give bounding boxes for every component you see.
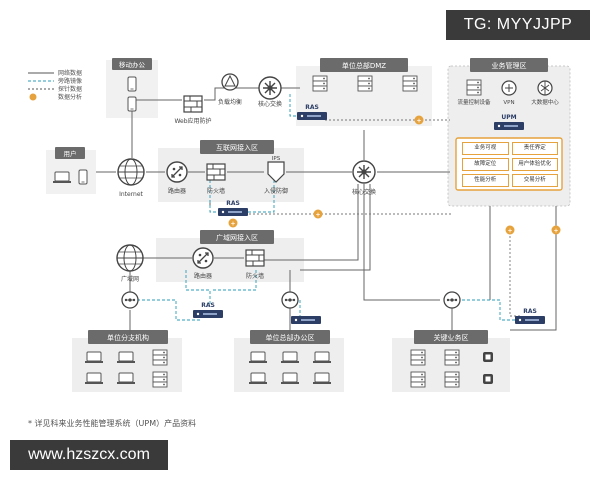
ips-label: 入侵防御	[264, 187, 288, 195]
function-item: 责任界定	[511, 142, 558, 155]
zone-wan-access: 广域网接入区	[156, 230, 304, 282]
bigdata-center: 大数据中心	[531, 80, 559, 106]
router-wan: 路由器	[192, 247, 214, 280]
ips-device: IPS 入侵防御	[264, 156, 288, 195]
watermark-bottom: www.hzszcx.com	[10, 440, 168, 470]
zone-branch-title: 单位分支机构	[107, 333, 149, 342]
web-defense: Web应用防护	[174, 95, 212, 125]
function-item: 故障定位	[462, 158, 509, 171]
internet-cloud: Internet	[117, 158, 145, 198]
svg-text:RAS: RAS	[226, 200, 240, 207]
ips-badge: IPS	[272, 156, 281, 162]
wan-cloud: 广域网	[116, 244, 144, 283]
ras-hq	[291, 316, 321, 324]
core-switch: 核心交换	[352, 160, 376, 196]
zone-users: 用户	[46, 147, 96, 194]
footnote: * 详见科来业务性能管理系统（UPM）产品资料	[28, 419, 197, 428]
upm-label: UPM	[501, 114, 516, 121]
svg-text:RAS: RAS	[523, 308, 537, 315]
legend-network-data: 网络数据	[58, 69, 82, 77]
legend: 网络数据 旁路镜像 探针数据 数据分析	[28, 69, 82, 101]
zone-hq-office: 单位总部办公区	[234, 330, 344, 392]
function-item: 性能分析	[462, 174, 509, 187]
load-balancer-label: 负载均衡	[218, 98, 242, 106]
wan-label: 广域网	[121, 275, 139, 283]
zone-wan-access-title: 广域网接入区	[216, 233, 258, 242]
ras-dmz: RAS	[297, 104, 327, 120]
ras-branch: RAS	[193, 302, 223, 318]
function-item: 交易分析	[511, 174, 558, 187]
zone-business-mgmt-title: 业务管理区	[492, 61, 527, 70]
traffic-control: 流量控制设备	[457, 79, 491, 106]
router-internet-label: 路由器	[168, 187, 186, 195]
zone-internet-access-title: 互联网接入区	[216, 143, 258, 152]
network-links	[96, 87, 557, 338]
ras-probes: RAS RAS RAS RAS	[193, 104, 545, 324]
function-item: 业务可视	[462, 142, 509, 155]
firewall-internet: 防火墙	[206, 163, 226, 195]
zone-critical-business: 关键业务区	[392, 330, 510, 392]
function-list: 业务可视 责任界定 故障定位 用户体验优化 性能分析 交易分析	[462, 142, 558, 187]
core-switch-label: 核心交换	[352, 188, 376, 196]
svg-text:RAS: RAS	[305, 104, 319, 111]
function-item: 用户体验优化	[511, 158, 558, 171]
legend-analysis: 数据分析	[58, 93, 82, 101]
traffic-control-label: 流量控制设备	[457, 98, 491, 106]
firewall-wan: 防火墙	[245, 249, 265, 280]
router-wan-label: 路由器	[194, 272, 212, 280]
vpn-label: VPN	[503, 100, 514, 106]
vpn-device: VPN	[501, 80, 517, 106]
load-balancer: 负载均衡	[218, 73, 242, 106]
zone-mobile-title: 移动办公	[119, 60, 146, 69]
core-switch-dmz: 核心交换	[258, 76, 282, 108]
svg-text:RAS: RAS	[201, 302, 215, 309]
bigdata-label: 大数据中心	[531, 98, 559, 106]
zone-branch: 单位分支机构	[72, 330, 182, 392]
ras-critical: RAS	[515, 308, 545, 324]
core-switch-dmz-label: 核心交换	[258, 100, 282, 108]
upm-device: UPM	[494, 114, 524, 130]
ras-internet: RAS	[218, 200, 248, 216]
legend-probe: 探针数据	[58, 85, 82, 93]
zone-users-title: 用户	[64, 149, 77, 158]
firewall-wan-label: 防火墙	[246, 272, 264, 280]
legend-mirror: 旁路镜像	[58, 77, 82, 85]
router-internet: 路由器	[166, 161, 188, 195]
firewall-internet-label: 防火墙	[207, 187, 225, 195]
internet-label: Internet	[119, 191, 143, 198]
zone-critical-business-title: 关键业务区	[434, 333, 469, 342]
web-defense-label: Web应用防护	[174, 117, 211, 125]
zone-dmz-title: 单位总部DMZ	[342, 61, 386, 70]
watermark-top: TG: MYYJJPP	[446, 10, 590, 40]
